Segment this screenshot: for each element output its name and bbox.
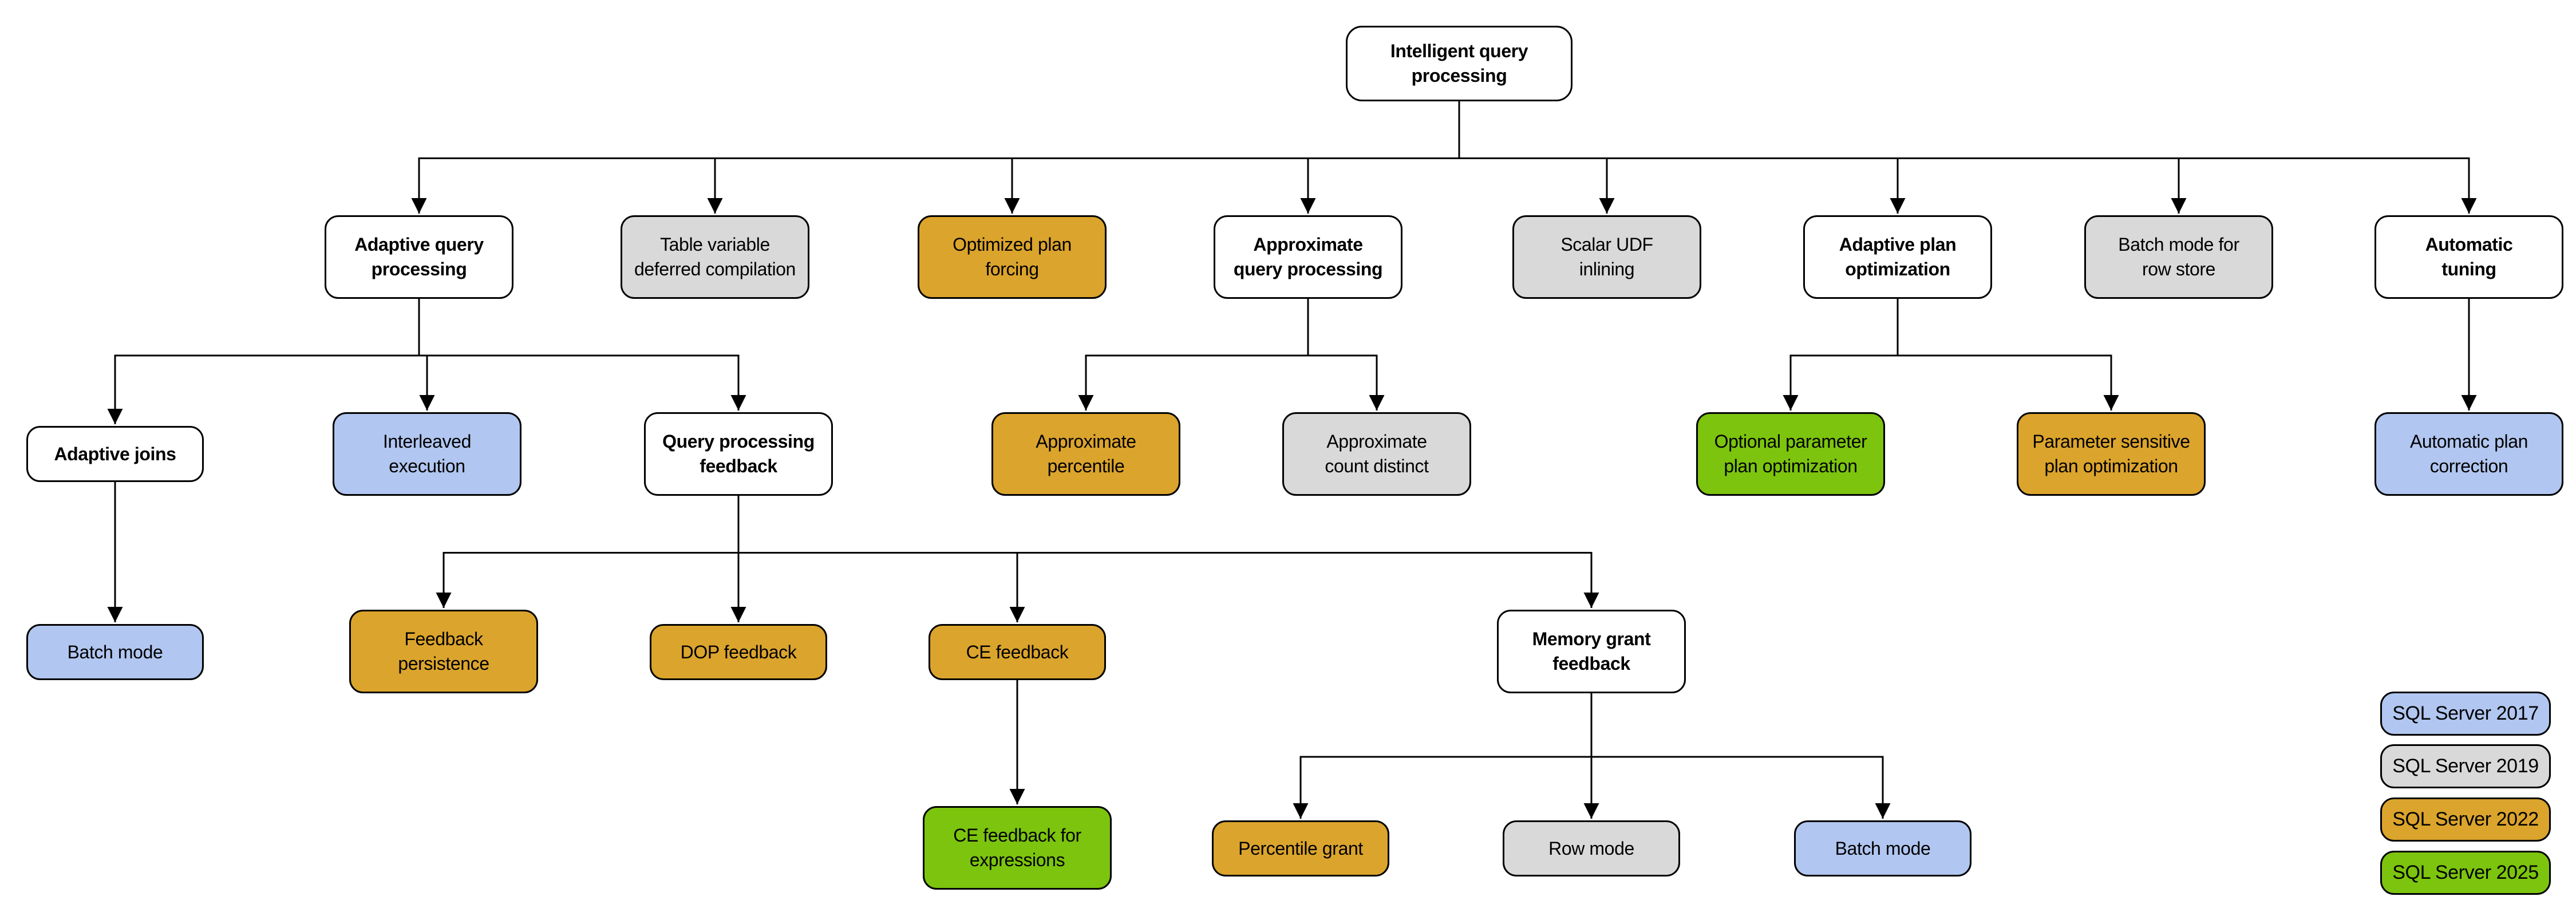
node-label-scalar-udf-inlining: Scalar UDF inlining xyxy=(1560,234,1653,279)
node-approximate-query-processing: Approximate query processing xyxy=(1214,215,1402,299)
node-label-optimized-plan-forcing: Optimized plan forcing xyxy=(953,234,1072,279)
node-memory-grant-feedback: Memory grant feedback xyxy=(1497,610,1686,693)
node-label-adaptive-query-processing: Adaptive query processing xyxy=(354,234,484,279)
legend-label-sql-server-2017: SQL Server 2017 xyxy=(2392,702,2539,724)
node-label-percentile-grant: Percentile grant xyxy=(1238,838,1363,859)
node-label-memory-grant-feedback: Memory grant feedback xyxy=(1532,629,1651,674)
legend-label-sql-server-2022: SQL Server 2022 xyxy=(2392,808,2539,830)
node-label-optional-parameter-plan-optimization: Optional parameter plan optimization xyxy=(1714,431,1867,476)
node-adaptive-query-processing: Adaptive query processing xyxy=(325,215,513,299)
node-label-batch-mode-adaptive-joins: Batch mode xyxy=(67,641,163,662)
node-intelligent-query-processing: Intelligent query processing xyxy=(1346,26,1573,101)
legend-label-sql-server-2025: SQL Server 2025 xyxy=(2392,862,2539,883)
node-table-variable-deferred-compilation: Table variable deferred compilation xyxy=(621,215,809,299)
node-automatic-tuning: Automatic tuning xyxy=(2374,215,2563,299)
node-automatic-plan-correction: Automatic plan correction xyxy=(2374,412,2563,496)
node-parameter-sensitive-plan-optimization: Parameter sensitive plan optimization xyxy=(2017,412,2206,496)
legend-chip-sql-server-2019: SQL Server 2019 xyxy=(2380,744,2551,788)
node-ce-feedback: CE feedback xyxy=(929,624,1106,680)
node-batch-mode-memory-grant: Batch mode xyxy=(1794,820,1971,876)
node-feedback-persistence: Feedback persistence xyxy=(349,610,538,693)
node-percentile-grant: Percentile grant xyxy=(1212,820,1389,876)
node-label-batch-mode-for-row-store: Batch mode for row store xyxy=(2118,234,2239,279)
legend-chip-sql-server-2022: SQL Server 2022 xyxy=(2380,797,2551,842)
node-label-approximate-query-processing: Approximate query processing xyxy=(1233,234,1383,279)
node-optimized-plan-forcing: Optimized plan forcing xyxy=(918,215,1107,299)
node-query-processing-feedback: Query processing feedback xyxy=(644,412,833,496)
node-label-approximate-percentile: Approximate percentile xyxy=(1036,431,1136,476)
node-batch-mode-adaptive-joins: Batch mode xyxy=(26,624,204,680)
node-ce-feedback-for-expressions: CE feedback for expressions xyxy=(923,806,1112,890)
node-adaptive-joins: Adaptive joins xyxy=(26,426,204,482)
node-label-interleaved-execution: Interleaved execution xyxy=(383,431,471,476)
node-label-ce-feedback: CE feedback xyxy=(966,641,1069,662)
node-label-ce-feedback-for-expressions: CE feedback for expressions xyxy=(953,825,1081,870)
node-approximate-percentile: Approximate percentile xyxy=(991,412,1180,496)
node-interleaved-execution: Interleaved execution xyxy=(333,412,521,496)
node-approximate-count-distinct: Approximate count distinct xyxy=(1282,412,1471,496)
node-label-intelligent-query-processing: Intelligent query processing xyxy=(1390,41,1528,86)
node-label-automatic-plan-correction: Automatic plan correction xyxy=(2409,431,2528,476)
node-batch-mode-for-row-store: Batch mode for row store xyxy=(2084,215,2273,299)
node-label-adaptive-joins: Adaptive joins xyxy=(54,443,176,464)
node-row-mode: Row mode xyxy=(1503,820,1680,876)
node-label-adaptive-plan-optimization: Adaptive plan optimization xyxy=(1839,234,1957,279)
node-label-dop-feedback: DOP feedback xyxy=(680,641,797,662)
node-adaptive-plan-optimization: Adaptive plan optimization xyxy=(1803,215,1992,299)
node-label-automatic-tuning: Automatic tuning xyxy=(2425,234,2513,279)
node-label-feedback-persistence: Feedback persistence xyxy=(398,629,489,674)
node-label-row-mode: Row mode xyxy=(1548,838,1634,859)
node-dop-feedback: DOP feedback xyxy=(650,624,827,680)
legend-chip-sql-server-2025: SQL Server 2025 xyxy=(2380,851,2551,895)
node-label-query-processing-feedback: Query processing feedback xyxy=(662,431,815,476)
node-scalar-udf-inlining: Scalar UDF inlining xyxy=(1512,215,1701,299)
node-label-batch-mode-memory-grant: Batch mode xyxy=(1835,838,1931,859)
node-label-parameter-sensitive-plan-optimization: Parameter sensitive plan optimization xyxy=(2032,431,2190,476)
legend-chip-sql-server-2017: SQL Server 2017 xyxy=(2380,692,2551,736)
node-optional-parameter-plan-optimization: Optional parameter plan optimization xyxy=(1696,412,1885,496)
legend-label-sql-server-2019: SQL Server 2019 xyxy=(2392,755,2539,777)
node-label-table-variable-deferred-compilation: Table variable deferred compilation xyxy=(634,234,796,279)
node-label-approximate-count-distinct: Approximate count distinct xyxy=(1325,431,1429,476)
